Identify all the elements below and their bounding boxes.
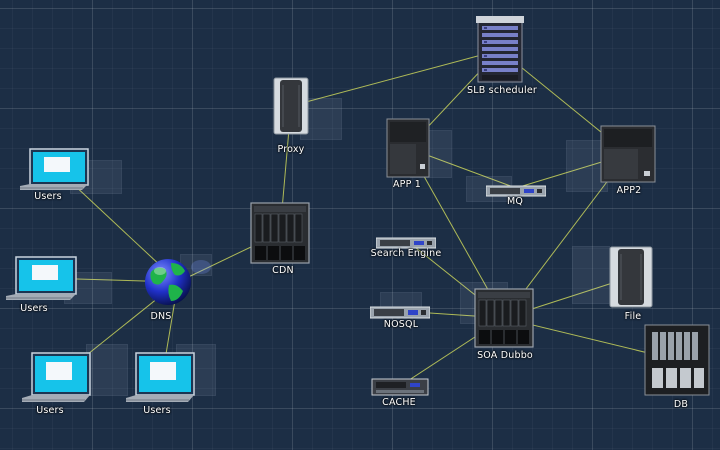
globe-icon	[145, 259, 211, 305]
users-node-1[interactable]	[20, 148, 94, 190]
laptop-icon	[22, 352, 91, 402]
mq-node[interactable]	[485, 182, 547, 197]
label-cache: CACHE	[382, 397, 416, 408]
blade-server-icon	[250, 202, 310, 264]
label-file: File	[624, 311, 642, 322]
rack-unit-icon	[371, 378, 429, 396]
label-mq: MQ	[506, 196, 524, 207]
label-dns: DNS	[150, 311, 172, 322]
label-soa-dubbo: SOA Dubbo	[477, 350, 533, 361]
label-users-1: Users	[34, 191, 62, 202]
label-app1: APP 1	[392, 179, 422, 190]
tower-server-icon	[600, 125, 656, 183]
label-slb-scheduler: SLB scheduler	[467, 85, 537, 96]
label-search-engine: Search Engine	[370, 248, 442, 259]
link-proxy-slb	[290, 49, 501, 107]
users-node-4[interactable]	[126, 352, 198, 404]
label-proxy: Proxy	[277, 144, 305, 155]
proxy-node[interactable]	[270, 77, 312, 135]
tower-server-icon	[273, 77, 309, 135]
laptop-icon	[126, 352, 195, 402]
shadow-panel	[572, 246, 610, 304]
label-users-4: Users	[143, 405, 171, 416]
rack-unit-icon	[369, 306, 431, 319]
soa-dubbo-node[interactable]	[474, 288, 534, 348]
search-engine-node[interactable]	[375, 234, 437, 249]
users-node-3[interactable]	[22, 352, 94, 404]
label-users-3: Users	[36, 405, 64, 416]
users-node-2[interactable]	[6, 256, 80, 300]
label-nosql: NOSQL	[383, 319, 419, 330]
tower-server-icon	[386, 118, 430, 178]
cdn-node[interactable]	[250, 202, 310, 264]
storage-array-icon	[644, 324, 710, 396]
label-users-2: Users	[20, 303, 48, 314]
db-node[interactable]	[644, 324, 710, 396]
file-node[interactable]	[606, 246, 656, 308]
app2-node[interactable]	[600, 125, 656, 183]
dns-node[interactable]	[143, 257, 213, 307]
slb-scheduler-node[interactable]	[476, 16, 524, 84]
label-app2: APP2	[616, 185, 642, 196]
cache-node[interactable]	[370, 376, 430, 396]
shadow-panel	[86, 344, 128, 396]
laptop-icon	[20, 148, 89, 190]
tower-server-icon	[609, 246, 653, 308]
label-cdn: CDN	[272, 265, 294, 276]
nosql-node[interactable]	[369, 304, 431, 319]
app1-node[interactable]	[386, 118, 430, 178]
rack-server-icon	[476, 16, 524, 83]
laptop-icon	[6, 256, 77, 300]
blade-server-icon	[474, 288, 534, 348]
label-db: DB	[673, 399, 689, 410]
